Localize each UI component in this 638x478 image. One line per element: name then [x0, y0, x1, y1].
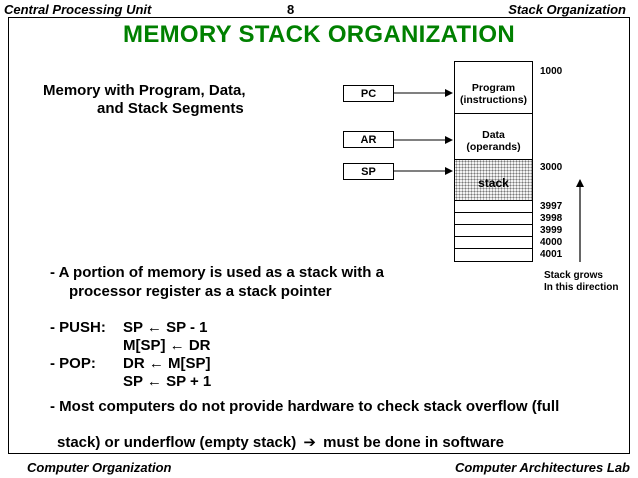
pop-op2: SP ← SP + 1: [123, 373, 212, 390]
push-op1: SP ← SP - 1: [123, 319, 208, 336]
sp-register: SP: [343, 163, 394, 180]
ar-register: AR: [343, 131, 394, 148]
address-3997: 3997: [540, 201, 563, 212]
overflow-text: stack) or underflow (empty stack): [57, 434, 297, 451]
address-3998: 3998: [540, 213, 563, 224]
subtitle-line2: and Stack Segments: [97, 100, 244, 117]
pop-label: - POP:: [50, 355, 96, 372]
header-right: Stack Organization: [508, 2, 626, 17]
bullet-overflow-line1: - Most computers do not provide hardware…: [50, 398, 560, 415]
right-arrow-icon: ➔: [303, 433, 316, 451]
program-sublabel: (instructions): [459, 94, 528, 106]
footer-right: Computer Architectures Lab: [454, 460, 630, 475]
page-number: 8: [287, 2, 295, 17]
bullet-stack-def-line2: processor register as a stack pointer: [69, 283, 332, 300]
push-op2: M[SP] ← DR: [123, 337, 211, 354]
bullet-overflow-line2: stack) or underflow (empty stack) ➔ must…: [57, 433, 504, 451]
data-label: Data: [482, 129, 505, 141]
stack-grows-sublabel: In this direction: [544, 282, 619, 293]
slide-frame: [8, 17, 630, 454]
address-4001: 4001: [540, 249, 563, 260]
pop-op1: DR ← M[SP]: [123, 355, 211, 372]
stack-segment: stack: [454, 159, 533, 201]
data-sublabel: (operands): [466, 141, 521, 153]
footer-left: Computer Organization: [27, 460, 172, 475]
address-4000: 4000: [540, 237, 563, 248]
data-segment: Data (operands): [454, 113, 533, 160]
program-segment: Program (instructions): [454, 61, 533, 114]
page-title: MEMORY STACK ORGANIZATION: [123, 21, 515, 48]
bullet-stack-def-line1: - A portion of memory is used as a stack…: [50, 264, 384, 281]
address-3000: 3000: [540, 162, 563, 173]
pc-register: PC: [343, 85, 394, 102]
subtitle-line1: Memory with Program, Data,: [43, 82, 246, 99]
program-label: Program: [471, 82, 516, 94]
header-left: Central Processing Unit: [4, 2, 152, 17]
push-label: - PUSH:: [50, 319, 106, 336]
stack-label: stack: [478, 176, 509, 190]
address-1000: 1000: [540, 66, 563, 77]
stack-cell-4001: [454, 248, 533, 262]
software-text: must be done in software: [323, 434, 505, 451]
stack-grows-label: Stack grows: [544, 270, 603, 281]
address-3999: 3999: [540, 225, 563, 236]
